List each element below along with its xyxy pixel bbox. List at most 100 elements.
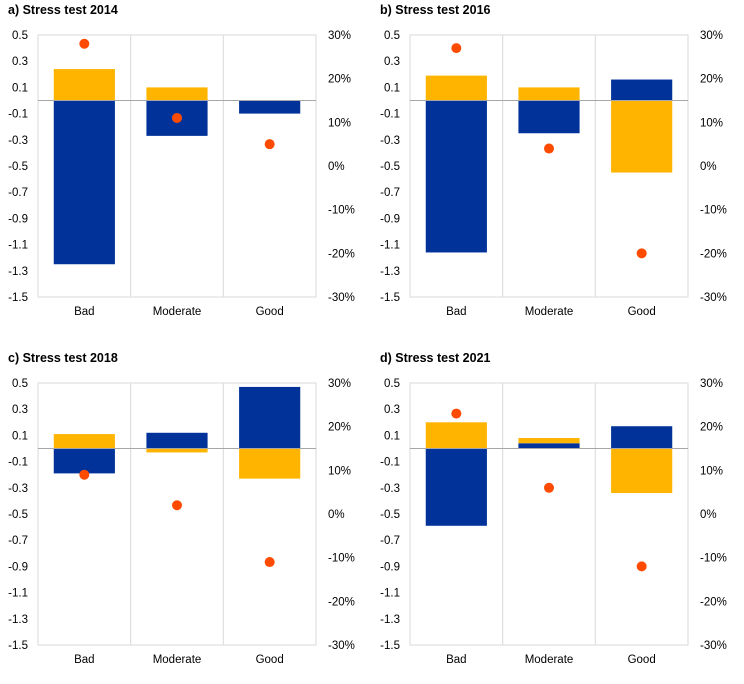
data-point xyxy=(264,557,275,568)
bar-blue xyxy=(611,79,673,101)
x-tick-label: Bad xyxy=(446,654,466,666)
bar-yellow xyxy=(611,448,673,494)
bar-yellow xyxy=(518,438,580,444)
y-tick-label: -0.7 xyxy=(8,187,28,199)
y-tick-label: 0.3 xyxy=(384,56,400,68)
y2-tick-label: 10% xyxy=(700,117,723,129)
y2-tick-label: 0% xyxy=(328,161,345,173)
y-tick-label: -0.9 xyxy=(8,561,28,573)
x-tick-label: Bad xyxy=(74,654,94,666)
y2-tick-label: 30% xyxy=(700,378,723,390)
y2-tick-label: -20% xyxy=(700,596,727,608)
y2-tick-label: -30% xyxy=(328,640,355,652)
bar-blue xyxy=(518,100,580,134)
y-tick-label: -0.9 xyxy=(380,213,400,225)
data-point xyxy=(79,38,90,49)
y2-tick-label: -30% xyxy=(700,640,727,652)
y-tick-label: -1.3 xyxy=(380,614,400,626)
y2-tick-label: 20% xyxy=(700,74,723,86)
panel-2014: a) Stress test 2014 0.5 0.3 0.1 -0.1 -0.3 -0.… xyxy=(0,0,372,336)
y-tick-label: 0.3 xyxy=(12,56,28,68)
chart-2014: 0.50.30.1-0.1-0.3-0.5-0.7-0.9-1.1-1.3-1.… xyxy=(8,30,355,318)
bar-yellow xyxy=(53,434,115,449)
chart-2016: 0.50.30.1-0.1-0.3-0.5-0.7-0.9-1.1-1.3-1.… xyxy=(380,30,727,318)
data-point xyxy=(172,112,182,123)
y2-tick-label: 0% xyxy=(700,161,717,173)
y-tick-label: -1.1 xyxy=(380,240,400,252)
data-point xyxy=(451,43,462,54)
chart-2018: 0.50.30.1-0.1-0.3-0.5-0.7-0.9-1.1-1.3-1.… xyxy=(8,378,355,666)
chart-title: a) Stress test 2014 xyxy=(8,3,118,17)
x-tick-label: Good xyxy=(256,306,284,318)
x-tick-label: Bad xyxy=(74,306,94,318)
chart-2021: 0.50.30.1-0.1-0.3-0.5-0.7-0.9-1.1-1.3-1.… xyxy=(380,378,727,666)
bar-blue xyxy=(239,100,301,114)
x-tick-label: Good xyxy=(628,306,656,318)
plot-frame xyxy=(37,34,317,298)
x-tick-label: Moderate xyxy=(525,654,574,666)
y-tick-label: -0.1 xyxy=(8,457,28,469)
y2-tick-label: -30% xyxy=(700,292,727,304)
y-tick-label: -1.1 xyxy=(380,588,400,600)
bar-yellow xyxy=(611,100,673,173)
y-tick-label: -0.3 xyxy=(380,483,400,495)
y2-tick-label: 10% xyxy=(700,465,723,477)
data-point xyxy=(264,139,275,150)
y-tick-label: -0.5 xyxy=(380,509,400,521)
y-tick-label: -1.3 xyxy=(8,614,28,626)
chart-title: b) Stress test 2016 xyxy=(380,3,491,17)
y2-tick-label: 20% xyxy=(700,422,723,434)
y-tick-label: -0.3 xyxy=(8,483,28,495)
y-tick-label: -0.1 xyxy=(380,457,400,469)
y2-tick-label: -20% xyxy=(328,596,355,608)
bar-yellow xyxy=(425,422,487,449)
bar-yellow xyxy=(146,87,208,101)
y-tick-label: -0.3 xyxy=(8,135,28,147)
y2-tick-label: -30% xyxy=(328,292,355,304)
plot-frame xyxy=(409,382,689,646)
y-tick-label: 0.3 xyxy=(12,404,28,416)
bar-blue xyxy=(53,100,115,265)
y2-tick-label: -10% xyxy=(700,553,727,565)
y2-tick-label: 0% xyxy=(328,509,345,521)
y2-tick-label: 10% xyxy=(328,465,351,477)
y-tick-label: -1.5 xyxy=(8,292,28,304)
bar-blue xyxy=(146,432,208,449)
y-tick-label: -0.9 xyxy=(380,561,400,573)
y2-tick-label: -20% xyxy=(700,248,727,260)
y-tick-label: -1.3 xyxy=(380,266,400,278)
bar-blue xyxy=(425,100,487,253)
data-point xyxy=(636,561,647,572)
y-tick-label: -1.5 xyxy=(8,640,28,652)
x-tick-label: Moderate xyxy=(153,654,202,666)
y-tick-label: -0.5 xyxy=(8,509,28,521)
y2-tick-label: 30% xyxy=(328,30,351,42)
chart-title: d) Stress test 2021 xyxy=(380,351,491,365)
bar-blue xyxy=(425,448,487,526)
y2-tick-label: 10% xyxy=(328,117,351,129)
y-tick-label: 0.1 xyxy=(12,82,28,94)
y-tick-label: 0.5 xyxy=(12,378,28,390)
y2-tick-label: -20% xyxy=(328,248,355,260)
y-tick-label: 0.5 xyxy=(12,30,28,42)
bar-yellow xyxy=(239,448,301,479)
y-tick-label: -0.1 xyxy=(380,109,400,121)
data-point xyxy=(451,408,462,419)
x-tick-label: Good xyxy=(628,654,656,666)
data-point xyxy=(172,500,182,511)
y-tick-label: 0.5 xyxy=(384,378,400,390)
y-tick-label: -0.7 xyxy=(8,535,28,547)
y2-tick-label: 30% xyxy=(700,30,723,42)
y-tick-label: -0.1 xyxy=(8,109,28,121)
y2-tick-label: 20% xyxy=(328,74,351,86)
x-tick-label: Bad xyxy=(446,306,466,318)
x-tick-label: Moderate xyxy=(153,306,202,318)
bar-blue xyxy=(239,386,301,449)
y-tick-label: -1.1 xyxy=(8,588,28,600)
bar-blue xyxy=(518,443,580,449)
y2-tick-label: 20% xyxy=(328,422,351,434)
y2-tick-label: -10% xyxy=(328,205,355,217)
bar-yellow xyxy=(146,448,208,453)
